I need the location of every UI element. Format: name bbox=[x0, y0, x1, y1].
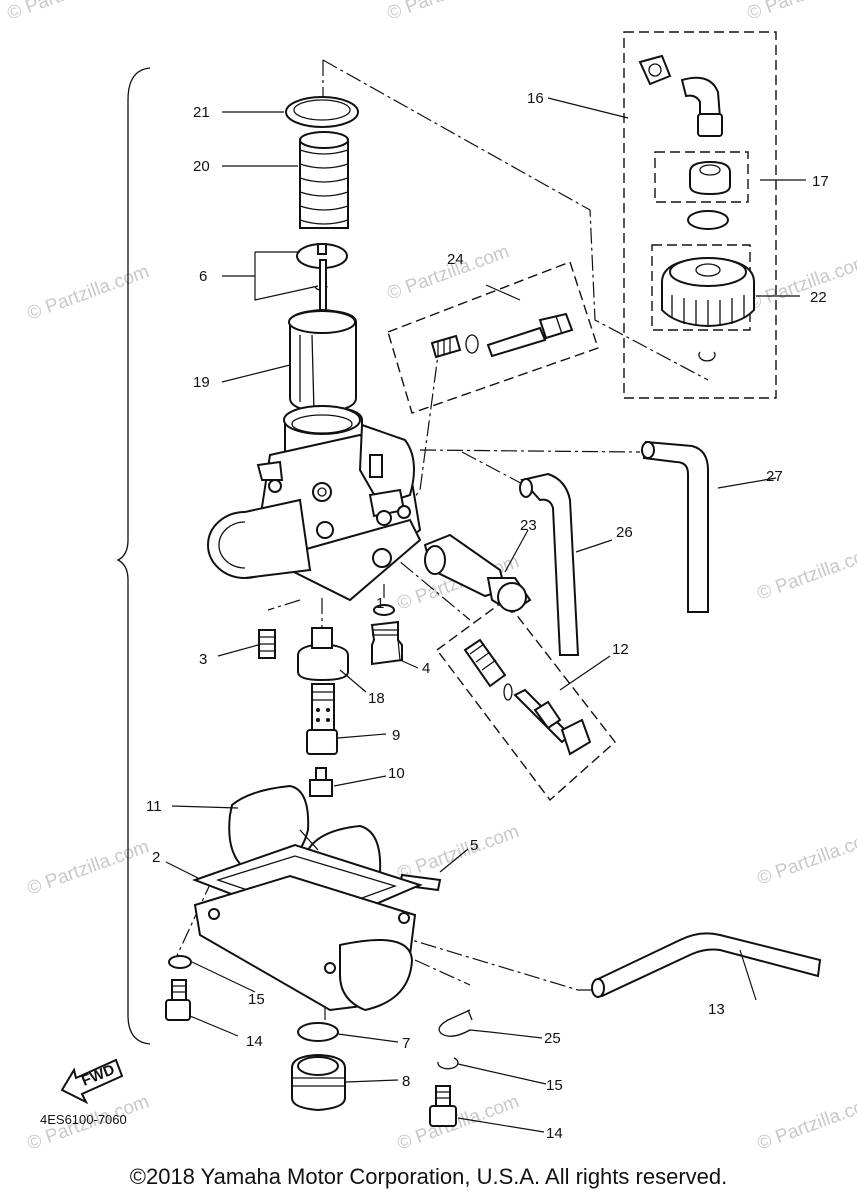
label-25: 25 bbox=[544, 1030, 561, 1047]
leader-lines bbox=[165, 97, 806, 1133]
label-15: 15 bbox=[546, 1077, 563, 1094]
assembly-bracket bbox=[116, 67, 151, 1045]
watermark: © Partzilla.com bbox=[385, 0, 512, 25]
copyright-notice: ©2018 Yamaha Motor Corporation, U.S.A. A… bbox=[129, 1164, 728, 1189]
part-18-needle-jet-holder bbox=[297, 627, 349, 682]
fwd-arrow-icon: FWD bbox=[60, 1058, 124, 1105]
part-14-screw bbox=[429, 1085, 457, 1127]
part-15-washer bbox=[437, 1057, 459, 1070]
part-25-clip bbox=[438, 1009, 491, 1037]
part-3-pilot-jet bbox=[258, 629, 276, 659]
label-14: 14 bbox=[546, 1125, 563, 1142]
part-15-washer bbox=[168, 955, 192, 969]
watermark: © Partzilla.com bbox=[755, 826, 857, 890]
part-4-screw-and-washer bbox=[370, 604, 403, 666]
part-9-main-jet-holder bbox=[306, 683, 338, 755]
watermark: © Partzilla.com bbox=[745, 0, 857, 25]
diagram-code: 4ES6100-7060 bbox=[40, 1112, 127, 1127]
part-13-drain-hose bbox=[594, 932, 822, 998]
hose-end bbox=[591, 978, 605, 998]
part-8-drain-plug bbox=[291, 1053, 346, 1112]
part-16-cable-adjuster bbox=[638, 54, 723, 137]
label-6: 6 bbox=[199, 268, 207, 285]
label-15: 15 bbox=[248, 991, 265, 1008]
label-7: 7 bbox=[402, 1035, 410, 1052]
part-21-cap-gasket bbox=[285, 96, 359, 128]
watermark: © Partzilla.com bbox=[395, 1091, 522, 1155]
watermark: © Partzilla.com bbox=[25, 261, 152, 325]
watermark: © Partzilla.com bbox=[755, 541, 857, 605]
label-10: 10 bbox=[388, 765, 405, 782]
e-clip bbox=[698, 351, 716, 362]
label-8: 8 bbox=[402, 1073, 410, 1090]
hose-end bbox=[519, 478, 533, 498]
part-17-rubber-seal bbox=[689, 160, 731, 196]
label-22: 22 bbox=[810, 289, 827, 306]
label-3: 3 bbox=[199, 651, 207, 668]
label-26: 26 bbox=[616, 524, 633, 541]
part-23-starter-plunger bbox=[423, 533, 532, 614]
part-26-hose bbox=[520, 472, 580, 656]
float-chamber bbox=[193, 874, 417, 1012]
label-17: 17 bbox=[812, 173, 829, 190]
label-13: 13 bbox=[708, 1001, 725, 1018]
label-18: 18 bbox=[368, 690, 385, 707]
part-6-needle-clip bbox=[296, 243, 348, 291]
part-19-throttle-valve bbox=[288, 259, 357, 414]
label-9: 9 bbox=[392, 727, 400, 744]
group-box-17 bbox=[654, 151, 749, 203]
part-10-main-jet bbox=[309, 767, 333, 797]
label-12: 12 bbox=[612, 641, 629, 658]
part-24-pilot-screw-set bbox=[430, 312, 574, 359]
part-1-carburetor-body bbox=[207, 404, 422, 602]
watermark: © Partzilla.com bbox=[5, 0, 132, 25]
label-23: 23 bbox=[520, 517, 537, 534]
label-5: 5 bbox=[470, 837, 478, 854]
watermark: © Partzilla.com bbox=[25, 836, 152, 900]
washer bbox=[687, 210, 729, 230]
carburetor-exploded-diagram: © Partzilla.com © Partzilla.com © Partzi… bbox=[5, 0, 857, 1155]
label-19: 19 bbox=[193, 374, 210, 391]
label-24: 24 bbox=[447, 251, 464, 268]
label-21: 21 bbox=[193, 104, 210, 121]
watermark: © Partzilla.com bbox=[395, 821, 522, 885]
label-2: 2 bbox=[152, 849, 160, 866]
watermark: © Partzilla.com bbox=[755, 1091, 857, 1155]
label-1: 1 bbox=[376, 595, 384, 612]
watermark: © Partzilla.com bbox=[745, 251, 857, 315]
group-box-24 bbox=[387, 261, 599, 414]
group-box-16 bbox=[623, 31, 777, 399]
label-27: 27 bbox=[766, 468, 783, 485]
group-box-12 bbox=[436, 599, 616, 802]
part-27-hose bbox=[642, 440, 709, 613]
part-14-screw bbox=[165, 979, 191, 1021]
label-16: 16 bbox=[527, 90, 544, 107]
part-20-throttle-spring bbox=[299, 131, 349, 229]
group-box-22 bbox=[651, 244, 751, 331]
label-14: 14 bbox=[246, 1033, 263, 1050]
hose-end bbox=[641, 441, 655, 459]
label-11: 11 bbox=[146, 798, 162, 815]
label-20: 20 bbox=[193, 158, 210, 175]
part-labels: 21 20 6 19 16 17 24 22 27 26 23 1 3 4 12… bbox=[146, 90, 829, 1142]
part-22-mixing-chamber-top bbox=[661, 256, 755, 328]
part-7-o-ring bbox=[297, 1022, 339, 1042]
part-12-throttle-stop-screw bbox=[463, 638, 592, 756]
label-4: 4 bbox=[422, 660, 430, 677]
